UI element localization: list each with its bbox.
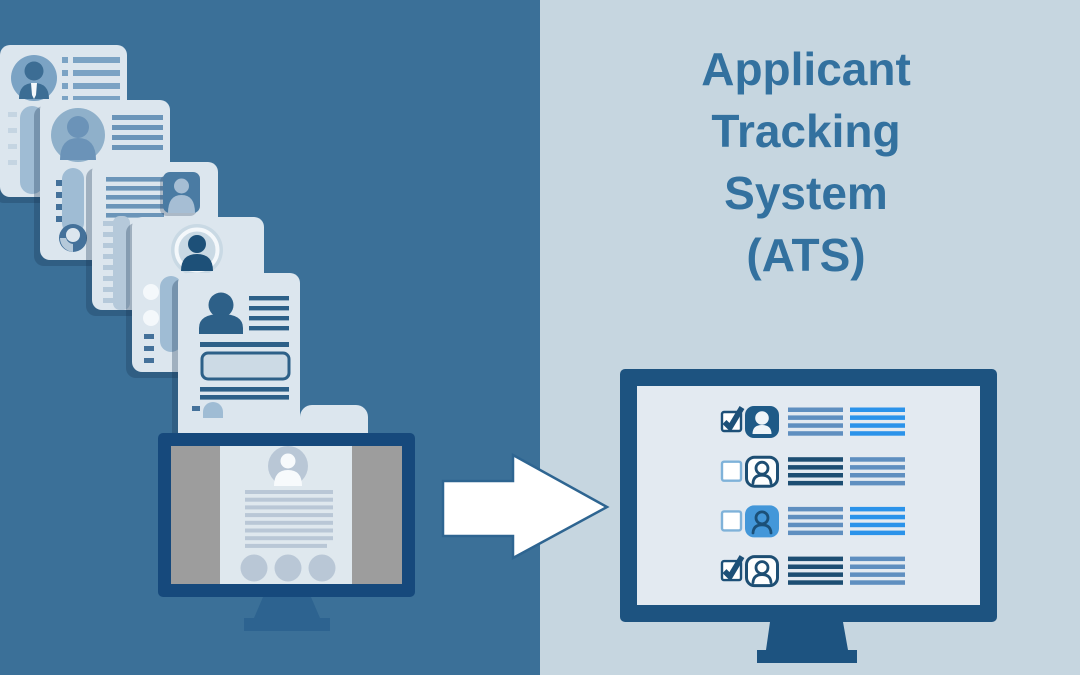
text-lines	[62, 57, 120, 102]
hole-punch	[143, 310, 159, 326]
paperclip-icon	[59, 168, 87, 252]
avatar-icon	[51, 108, 105, 162]
avatar-filled-navy-icon	[745, 406, 779, 438]
person-silhouette-icon	[199, 292, 243, 334]
ats-row	[720, 406, 905, 438]
ats-monitor	[620, 369, 997, 663]
screen-gray-panel	[171, 446, 220, 584]
bullet-squares	[56, 180, 62, 222]
checkbox-unchecked-icon[interactable]	[720, 460, 743, 482]
avatar-filled-blue-icon	[743, 503, 781, 539]
text-lines	[788, 457, 843, 486]
checkbox-unchecked-icon[interactable]	[720, 510, 743, 532]
text-lines	[106, 177, 164, 218]
text-lines	[850, 556, 905, 585]
text-lines	[112, 115, 163, 150]
hole-punch-dashes	[8, 112, 17, 165]
left-monitor	[158, 433, 415, 631]
arrow-right-icon	[441, 452, 610, 561]
avatar-icon	[171, 224, 223, 276]
summary-box	[200, 351, 291, 381]
hole-punch	[143, 284, 159, 300]
screen-resume-lines	[245, 490, 333, 548]
paperclip-icon	[160, 276, 182, 352]
avatar-icon	[11, 55, 57, 101]
text-lines	[850, 506, 905, 536]
bullet-dashes	[144, 334, 154, 363]
text-lines	[788, 556, 843, 585]
checkmark-icon	[722, 555, 745, 582]
title-line: Tracking	[711, 105, 900, 157]
text-lines	[850, 407, 905, 436]
screen-resume-avatar-icon	[268, 446, 308, 486]
monitor-stand	[244, 597, 330, 631]
paperclip-icon	[20, 106, 44, 194]
title-line: (ATS)	[746, 229, 865, 281]
text-lines	[200, 296, 289, 347]
ats-row	[720, 503, 905, 539]
ats-row	[720, 555, 905, 588]
text-lines	[850, 457, 905, 486]
screen-gray-panel	[352, 446, 402, 584]
text-lines	[788, 407, 843, 436]
screen-resume-circles	[240, 554, 336, 582]
checkmark-icon	[722, 406, 745, 433]
text-lines	[788, 506, 843, 536]
ats-applicant-list	[720, 406, 905, 588]
photo-icon	[160, 172, 200, 216]
avatar-outline-icon	[745, 555, 779, 588]
text-lines	[200, 387, 289, 400]
page-title: Applicant Tracking System (ATS)	[701, 43, 911, 281]
title-line: Applicant	[701, 43, 911, 95]
avatar-outline-icon	[745, 455, 779, 488]
spiral-binding-icon	[103, 216, 130, 310]
resume-document	[172, 273, 300, 445]
ats-row	[720, 455, 905, 488]
monitor-stand	[757, 622, 857, 663]
title-line: System	[724, 167, 888, 219]
